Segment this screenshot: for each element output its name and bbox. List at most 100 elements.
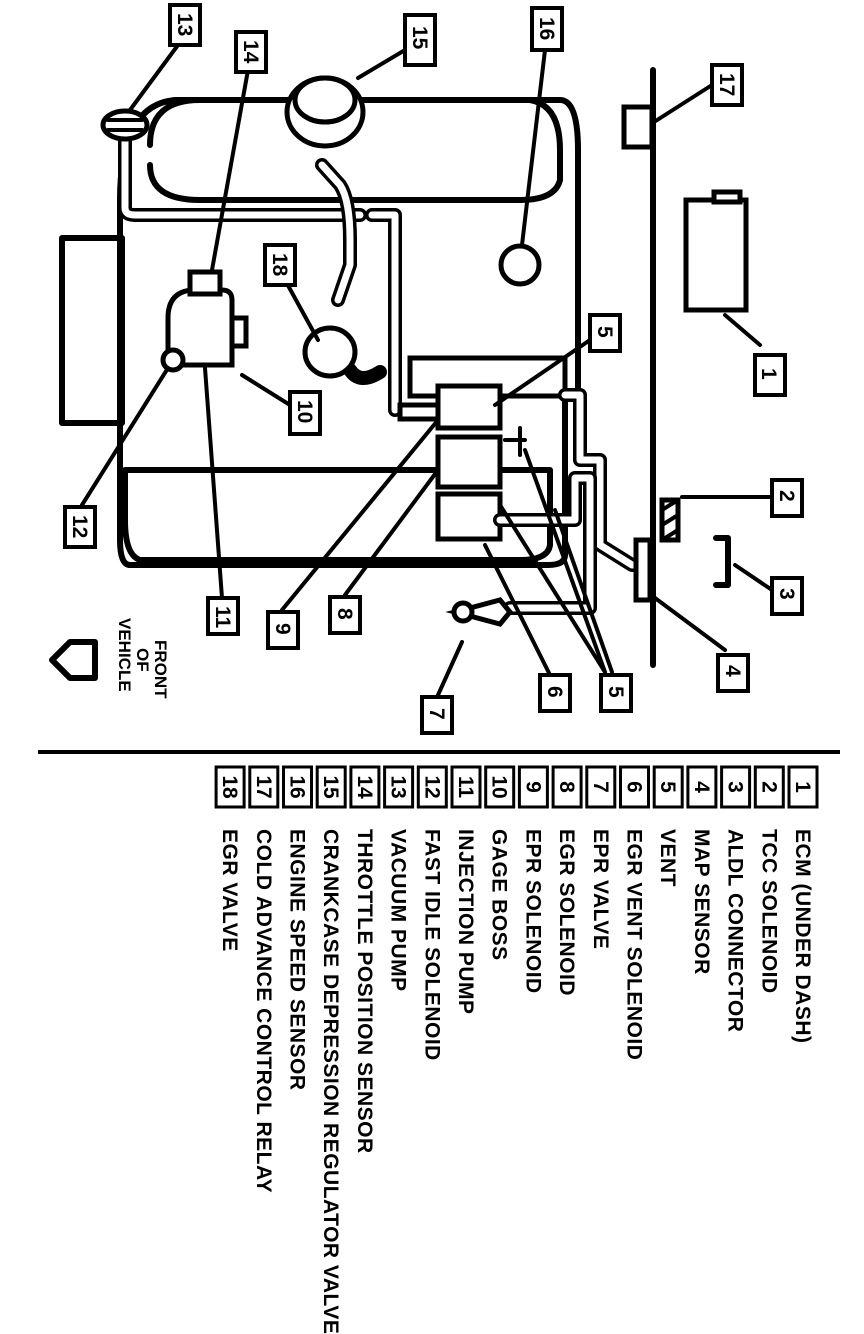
legend-label: EPR VALVE — [589, 829, 612, 949]
gage-boss — [229, 315, 249, 349]
legend-label: ALDL CONNECTOR — [724, 829, 747, 1032]
callout-3: 3 — [770, 576, 804, 616]
front-label-line-2: OF — [133, 648, 152, 672]
svg-text:6: 6 — [543, 686, 566, 698]
legend-number: 12 — [420, 775, 443, 798]
lower-cylinder-bank — [122, 467, 553, 563]
legend-label: VACUUM PUMP — [387, 829, 410, 992]
front-of-vehicle: FRONT OF VEHICLE — [49, 618, 170, 699]
svg-text:18: 18 — [268, 253, 291, 277]
callout-5-bottom: 5 — [599, 673, 633, 713]
fast-idle-solenoid — [160, 347, 186, 373]
callout-11: 11 — [206, 596, 240, 636]
legend-number-box — [517, 765, 549, 809]
legend-number: 18 — [218, 775, 241, 799]
legend-label: THROTTLE POSITION SENSOR — [353, 829, 376, 1154]
legend-number-box — [450, 765, 482, 809]
svg-text:4: 4 — [721, 665, 744, 677]
egr-valve — [302, 325, 358, 379]
callout-4: 4 — [716, 653, 750, 693]
legend-number: 14 — [353, 775, 376, 799]
svg-text:5: 5 — [593, 326, 616, 338]
legend-number: 3 — [724, 781, 747, 793]
callout-16: 16 — [530, 6, 564, 52]
callout-9: 9 — [266, 610, 300, 650]
egr-pipe — [343, 363, 387, 385]
vacuum-pump — [100, 108, 150, 142]
legend-number-box — [720, 765, 752, 809]
callout-5-top: 5 — [588, 313, 622, 353]
legend-number-box — [652, 765, 684, 809]
legend-number: 8 — [555, 781, 578, 793]
engine-drawing — [59, 67, 749, 668]
legend-label: TCC SOLENOID — [757, 829, 780, 994]
legend-label: EGR SOLENOID — [555, 829, 578, 996]
callout-10: 10 — [288, 390, 322, 436]
epr-solenoid — [435, 383, 503, 431]
legend-number-box — [214, 765, 246, 809]
legend-number: 16 — [286, 775, 309, 798]
svg-text:1: 1 — [757, 368, 780, 380]
svg-text:16: 16 — [535, 17, 558, 40]
callout-12: 12 — [63, 505, 97, 549]
egr-vent-solenoid — [435, 491, 503, 542]
legend-number: 1 — [791, 781, 814, 793]
front-arrow-icon — [49, 639, 98, 681]
svg-text:14: 14 — [239, 40, 262, 64]
epr-valve — [445, 597, 514, 627]
legend-number: 6 — [623, 781, 646, 793]
cold-advance-relay — [621, 104, 655, 150]
legend-number-box — [585, 765, 617, 809]
legend-number-box — [787, 765, 819, 809]
throttle-position-sensor — [187, 269, 223, 297]
front-pulley — [59, 235, 125, 426]
svg-text:17: 17 — [715, 73, 738, 96]
callout-18: 18 — [263, 243, 297, 287]
svg-text:15: 15 — [408, 26, 431, 50]
callout-15: 15 — [403, 13, 437, 67]
legend-number-box — [282, 765, 313, 809]
legend-label: ENGINE SPEED SENSOR — [286, 829, 309, 1091]
svg-text:13: 13 — [173, 13, 196, 36]
legend-label: ECM (UNDER DASH) — [791, 829, 814, 1044]
ecm — [683, 197, 749, 313]
legend-label: CRANKCASE DEPRESSION REGULATOR VALVE — [319, 829, 342, 1334]
legend-number-box — [686, 765, 718, 809]
callout-17: 17 — [710, 63, 744, 107]
legend-number: 5 — [656, 781, 679, 793]
svg-text:7: 7 — [425, 708, 448, 720]
svg-text:11: 11 — [211, 606, 234, 629]
svg-text:8: 8 — [333, 608, 356, 620]
callout-13: 13 — [168, 3, 202, 47]
legend-number: 4 — [690, 781, 713, 793]
legend-label: MAP SENSOR — [690, 829, 713, 975]
legend-label: EGR VENT SOLENOID — [623, 829, 646, 1060]
callout-7: 7 — [420, 695, 454, 735]
legend-number-box — [619, 765, 650, 809]
legend-number-box — [248, 765, 280, 809]
legend-number: 13 — [387, 775, 410, 798]
legend-label: EPR SOLENOID — [521, 829, 544, 994]
legend-label: FAST IDLE SOLENOID — [420, 829, 443, 1061]
legend-number-box — [315, 765, 347, 809]
map-sensor — [633, 537, 653, 603]
callout-1: 1 — [753, 353, 787, 397]
svg-text:2: 2 — [775, 490, 798, 502]
aldl-connector — [713, 535, 731, 588]
callout-8: 8 — [328, 595, 362, 635]
